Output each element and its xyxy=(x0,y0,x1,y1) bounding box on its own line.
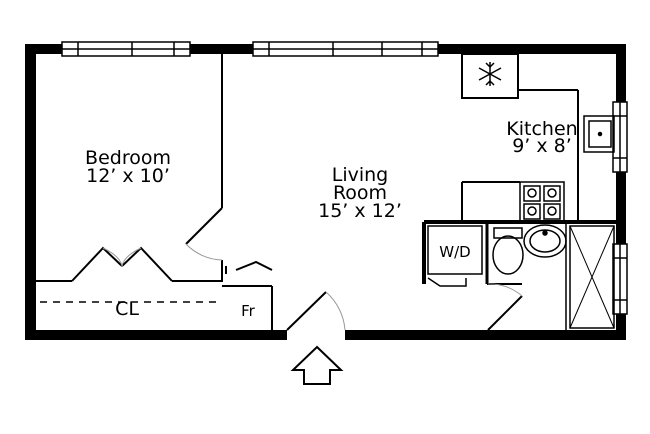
windows xyxy=(61,41,628,315)
refrigerator xyxy=(461,53,519,99)
fridge-closet-label: Fr xyxy=(241,302,256,320)
living-room-size: 15’ x 12’ xyxy=(318,200,402,222)
snowflake-icon xyxy=(478,62,502,86)
washer-dryer-label: W/D xyxy=(439,243,470,261)
stove xyxy=(519,181,565,223)
kitchen-sink xyxy=(583,115,615,153)
window-bedroom xyxy=(61,41,191,57)
window-kitchen xyxy=(612,101,628,173)
entry-arrow-icon xyxy=(290,345,344,385)
interior-walls xyxy=(36,54,616,330)
toilet xyxy=(492,227,524,275)
washer-dryer xyxy=(427,225,483,287)
closet-label: CL xyxy=(115,298,139,320)
closet-bifold-doors xyxy=(71,246,173,282)
bathroom-sink xyxy=(523,224,567,258)
window-bathroom xyxy=(612,243,628,315)
entry-door xyxy=(286,291,346,331)
window-living-room xyxy=(252,41,439,57)
bedroom-size: 12’ x 10’ xyxy=(86,165,170,187)
bedroom-door xyxy=(185,207,223,261)
kitchen-size: 9’ x 8’ xyxy=(512,135,572,157)
fridge-closet-door xyxy=(225,260,273,274)
bathroom-door xyxy=(487,283,523,331)
kitchen-label: Kitchen xyxy=(506,118,577,140)
bedroom-label: Bedroom xyxy=(85,147,171,169)
doors xyxy=(71,207,523,331)
shower xyxy=(569,225,615,329)
living-room-label-line1: Living xyxy=(332,164,389,186)
living-room-label-line2: Room xyxy=(333,182,387,204)
exterior-walls xyxy=(25,44,626,340)
